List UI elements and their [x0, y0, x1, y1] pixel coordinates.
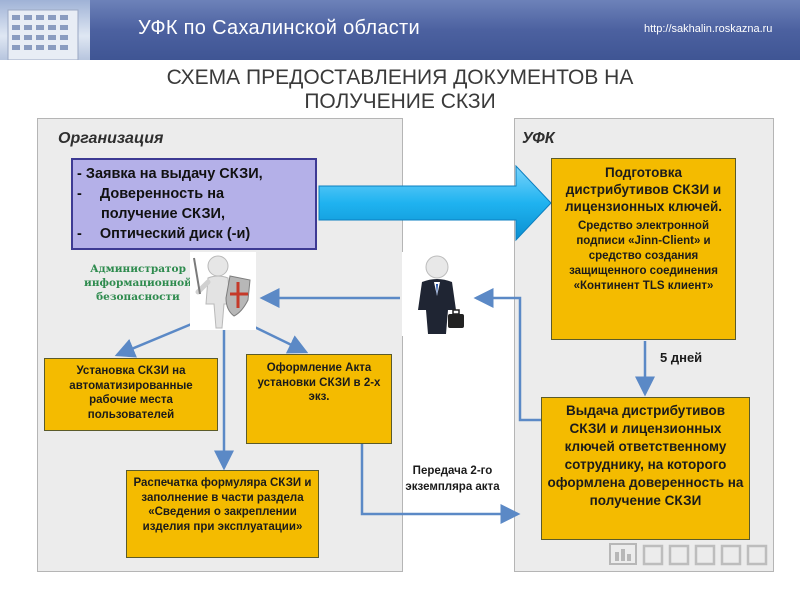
prepare-distributives-box: Подготовка дистрибутивов СКЗИ и лицензио… [551, 158, 736, 340]
prepare-sub-text: Средство электронной подписи «Jinn-Clien… [569, 220, 718, 292]
days-label: 5 дней [660, 350, 703, 365]
request-documents-box: - Заявка на выдачу СКЗИ, - Доверенность н… [71, 158, 317, 250]
big-transfer-arrow [318, 164, 552, 242]
request-line-power-text: Доверенность на [99, 186, 225, 202]
request-bullet: - [77, 226, 82, 242]
slide-title: СХЕМА ПРЕДОСТАВЛЕНИЯ ДОКУМЕНТОВ НА ПОЛУЧ… [100, 66, 700, 114]
request-line-power-of-attorney: - Доверенность на [77, 184, 315, 204]
request-line-power-of-attorney-cont: получение СКЗИ, [101, 206, 225, 222]
prepare-main-text: Подготовка дистрибутивов СКЗИ и лицензио… [564, 165, 723, 214]
slide-title-line1: СХЕМА ПРЕДОСТАВЛЕНИЯ ДОКУМЕНТОВ НА [166, 66, 634, 89]
ufk-label: УФК [522, 130, 555, 147]
request-line-disk-text: Оптический диск (-и) [99, 226, 251, 242]
building-photo [0, 0, 90, 60]
header-bar [0, 0, 800, 60]
header-url[interactable]: http://sakhalin.roskazna.ru [644, 23, 773, 35]
install-skzi-box: Установка СКЗИ на автоматизированные раб… [44, 358, 218, 431]
connector-act-to-ufk [360, 444, 521, 524]
request-line-application: - Заявка на выдачу СКЗИ, [77, 166, 263, 182]
manager-with-briefcase-icon [402, 252, 472, 336]
watermark-logo [606, 538, 776, 572]
issue-distributives-box: Выдача дистрибутивов СКЗИ и лицензионных… [541, 397, 750, 540]
transfer-act-label: Передача 2-го экземпляра акта [405, 465, 500, 493]
connector-issue-to-manager [473, 288, 541, 422]
print-form-box: Распечатка формуляра СКЗИ и заполнение в… [126, 470, 319, 558]
request-line-disk: - Оптический диск (-и) [77, 224, 315, 244]
installation-act-box: Оформление Акта установки СКЗИ в 2-х экз… [246, 354, 392, 444]
organization-label: Организация [58, 130, 164, 147]
request-bullet: - [77, 186, 82, 202]
admin-with-shield-icon [190, 252, 256, 330]
header-title: УФК по Сахалинской области [138, 17, 420, 39]
slide-title-line2: ПОЛУЧЕНИЕ СКЗИ [304, 90, 496, 113]
admin-label: Администратор информационной безопасност… [84, 263, 192, 303]
